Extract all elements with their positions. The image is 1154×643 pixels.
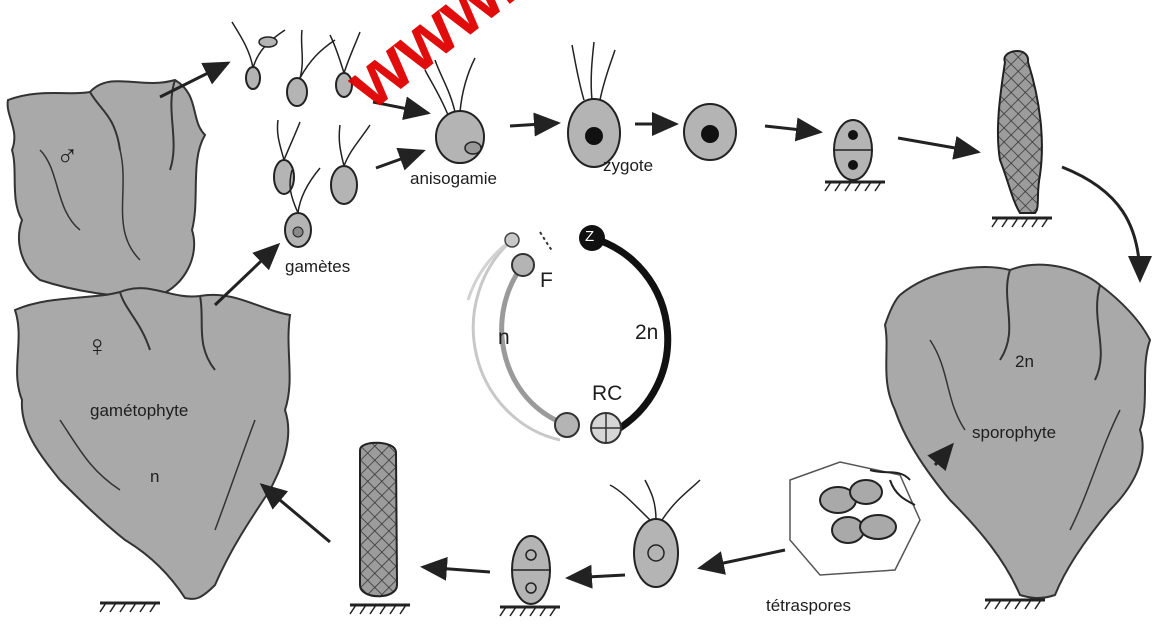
tetraspores-label: tétraspores (766, 597, 851, 614)
female-gametes (274, 120, 370, 247)
anisogamie-label: anisogamie (410, 170, 497, 187)
zygote-label: zygote (603, 157, 653, 174)
young-gametophyte (350, 443, 410, 614)
sporophyte-label: sporophyte (972, 424, 1056, 441)
zoospore-cells (500, 480, 700, 616)
cycle-haploid-label: n (498, 327, 510, 348)
cycle-zygote-label: Z (585, 229, 594, 244)
spore-node (555, 413, 579, 437)
cycle-meiosis-label: RC (592, 383, 622, 404)
female-symbol: ♀ (86, 332, 109, 362)
female-gametophyte (15, 288, 290, 612)
sporophyte-ploidy-label: 2n (1015, 353, 1034, 370)
male-gametophyte (8, 80, 205, 296)
gametophyte-label: gamétophyte (90, 402, 188, 419)
cycle-diploid-label: 2n (635, 322, 658, 343)
gametes-label: gamètes (285, 258, 350, 275)
male-symbol: ♂ (56, 142, 79, 172)
young-sporophyte (992, 51, 1052, 227)
tetraspores-cell (790, 462, 920, 575)
gamete-node (505, 233, 519, 247)
fertilization-node (512, 254, 534, 276)
gametophyte-ploidy-label: n (150, 468, 159, 485)
cycle-fertilization-label: F (540, 270, 553, 291)
